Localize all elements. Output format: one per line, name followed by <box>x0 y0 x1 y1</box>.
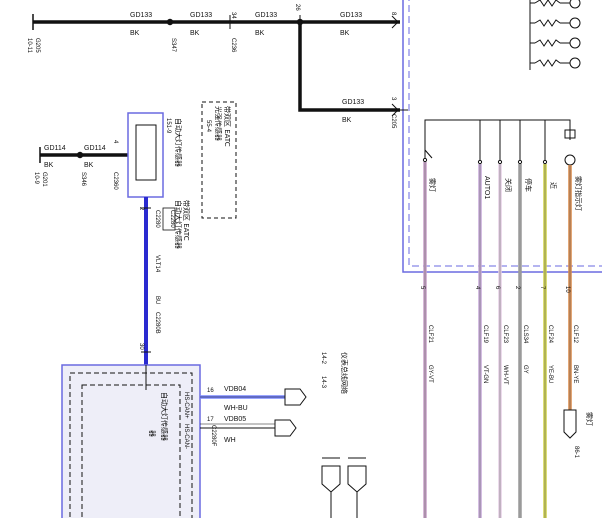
clf-circuit-4: CLS34 <box>522 325 528 344</box>
left-wire-color-1: BK <box>44 162 54 169</box>
pin-2: 2 <box>138 207 144 211</box>
left-ground-wire <box>39 147 128 163</box>
hs-can-minus: HS-CAN- <box>183 424 189 449</box>
pin-right-4: 4 <box>474 286 480 290</box>
switch-label-auto: AUTO1 <box>483 176 490 199</box>
clf-color-3: WH-VT <box>502 365 508 385</box>
wire-name-3: GD133 <box>255 12 277 19</box>
pin-17: 17 <box>207 417 214 423</box>
left-wire-name-2: GD114 <box>84 145 106 152</box>
clf-color-6: BN-YE <box>572 365 578 383</box>
connector-c236-label: C236 <box>230 38 236 53</box>
pin-right-6: 6 <box>494 286 500 290</box>
pin-16: 16 <box>207 388 214 394</box>
right-lamp-ref: 86-1 <box>573 446 579 459</box>
connector-c2360: C2360 <box>112 172 118 190</box>
pin-4: 4 <box>112 140 118 144</box>
splice-s347-label: S347 <box>170 38 176 53</box>
mid-wire-name: GD133 <box>342 99 364 106</box>
wire-name-4: GD133 <box>340 12 362 19</box>
auto-lamp-sensor <box>127 112 164 198</box>
pin-26: 26 <box>294 4 300 11</box>
clf-circuit-5: CLF24 <box>547 325 553 344</box>
clf-color-2: VT-GN <box>482 365 488 383</box>
pin-right-10: 10 <box>564 286 570 293</box>
switch-label-fog: 雾灯 <box>428 178 437 192</box>
vlt-wire-name: VLT14 <box>154 255 160 273</box>
eatc-box-line1: 带双区 EATC <box>223 106 231 147</box>
ground-g205-ref: 10-11 <box>26 38 32 54</box>
connector-c205: C205 <box>390 114 396 129</box>
switch-label-park: 停车 <box>524 178 533 192</box>
switch-label-off: 关闭 <box>504 178 513 192</box>
network-label: 仪表总线网络 <box>340 352 349 394</box>
clf-color-5: YE-BU <box>547 365 553 383</box>
right-lamp-label: 雾灯 <box>585 412 594 426</box>
pin-3: 3 <box>390 97 396 101</box>
eatc-ref: 55-4 <box>205 120 211 133</box>
pin-right-5: 5 <box>419 286 425 290</box>
wire-color-1: BK <box>130 30 140 37</box>
wire-color-3: BK <box>255 30 265 37</box>
connector-c2280: C2280 <box>154 210 160 228</box>
eatc-box-line2: 光强传感器 <box>214 106 223 141</box>
auto-lamp-left-label: 自动大灯传感器 <box>174 200 183 249</box>
vlt14-wire <box>141 197 151 365</box>
hs-can-plus: HS-CAN+ <box>183 392 189 419</box>
clf-color-4: GY <box>522 365 528 374</box>
splice-s346-label: S346 <box>80 172 86 187</box>
module-title: 自动大灯传感器 <box>160 392 169 441</box>
left-wire-color-2: BK <box>84 162 94 169</box>
eatc-sensor-box <box>201 101 237 219</box>
ground-g201-ref: 10-9 <box>33 172 39 185</box>
connector-c2280f: C2280F <box>210 425 216 447</box>
wire-color-4: BK <box>340 30 350 37</box>
vdb04-name: VDB04 <box>224 386 246 393</box>
wire-name-1: GD133 <box>130 12 152 19</box>
bcm-module <box>61 364 201 518</box>
clf-circuit-6: CLF12 <box>572 325 578 344</box>
switch-label-low: 近 <box>549 182 558 189</box>
sensor-title: 自动大灯传感器 <box>174 118 183 167</box>
wire-name-2: GD133 <box>190 12 212 19</box>
vdb05-color: WH <box>224 437 236 444</box>
eatc-left-label: 带双区 EATC <box>182 200 190 241</box>
network-ref-b: 14-3 <box>320 376 326 389</box>
clf-circuit-1: CLF21 <box>427 325 433 344</box>
connector-arrow-8 <box>391 15 399 29</box>
sensor-ref: 151-9 <box>165 118 171 134</box>
clf-circuit-3: CLF23 <box>502 325 508 344</box>
switch-label-fog-indicator: 雾灯指示灯 <box>574 176 583 211</box>
clf-circuit-2: CLF19 <box>482 325 488 344</box>
wire-color-2: BK <box>190 30 200 37</box>
mid-ground-wire <box>298 22 400 117</box>
vlt-wire-color: BU <box>154 296 160 304</box>
pin-30: 30 <box>138 343 144 350</box>
vdb-wires <box>200 388 307 437</box>
ground-g205-label: G205 <box>34 38 40 53</box>
clf-wires <box>423 162 577 518</box>
pin-8: 8 <box>390 12 396 16</box>
vdb05-name: VDB05 <box>224 416 246 423</box>
pin-right-7: 7 <box>539 286 545 290</box>
splice-s347 <box>166 18 174 26</box>
ground-g201-label: G201 <box>41 172 47 187</box>
connector-c2280b: C2280B <box>154 312 160 334</box>
clf-color-1: GY-VT <box>427 365 433 383</box>
pin-right-2: 2 <box>514 286 520 290</box>
vdb04-color: WH-BU <box>224 405 248 412</box>
network-ref-a: 14-2 <box>320 352 326 365</box>
c2280-note: C2280 <box>169 210 175 228</box>
mid-wire-color: BK <box>342 117 352 124</box>
pin-34: 34 <box>230 12 236 19</box>
c2280-note-box <box>162 207 176 231</box>
fog-lamp-connector <box>563 409 577 439</box>
module-sub: 器 <box>148 430 156 437</box>
bottom-connectors <box>321 457 367 518</box>
resistor-ladder <box>529 0 581 70</box>
left-wire-name-1: GD114 <box>44 145 66 152</box>
